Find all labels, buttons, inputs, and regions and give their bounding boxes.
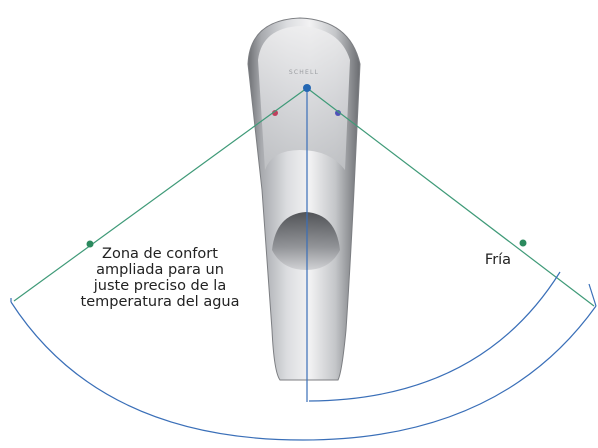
faucet-body: SCHELL	[247, 17, 361, 381]
cold-zone-label: Fría	[484, 252, 512, 268]
comfort-zone-label-line-2: ampliada para un	[96, 262, 224, 278]
comfort-zone-label-line-1: Zona de confort	[102, 246, 218, 262]
cold-zone-point	[519, 239, 527, 247]
comfort-zone-label: Zona de confort ampliada para un juste p…	[48, 246, 272, 310]
comfort-zone-label-line-3: juste preciso de la	[93, 278, 227, 294]
full-rotation-arc	[10, 301, 597, 441]
right-range-line	[306, 87, 595, 307]
range-lines	[13, 87, 595, 307]
comfort-zone-point	[86, 240, 94, 248]
left-range-line	[13, 87, 308, 302]
full-arc-right-tick	[588, 283, 597, 307]
lever-pivot-point	[303, 84, 311, 92]
cold-indicator-dot	[335, 110, 341, 116]
comfort-zone-label-line-4: temperatura del agua	[80, 294, 240, 310]
range-arcs	[10, 271, 597, 441]
hot-indicator-dot	[272, 110, 278, 116]
cold-rotation-arc	[308, 271, 561, 402]
brand-logo-text: SCHELL	[289, 69, 319, 76]
